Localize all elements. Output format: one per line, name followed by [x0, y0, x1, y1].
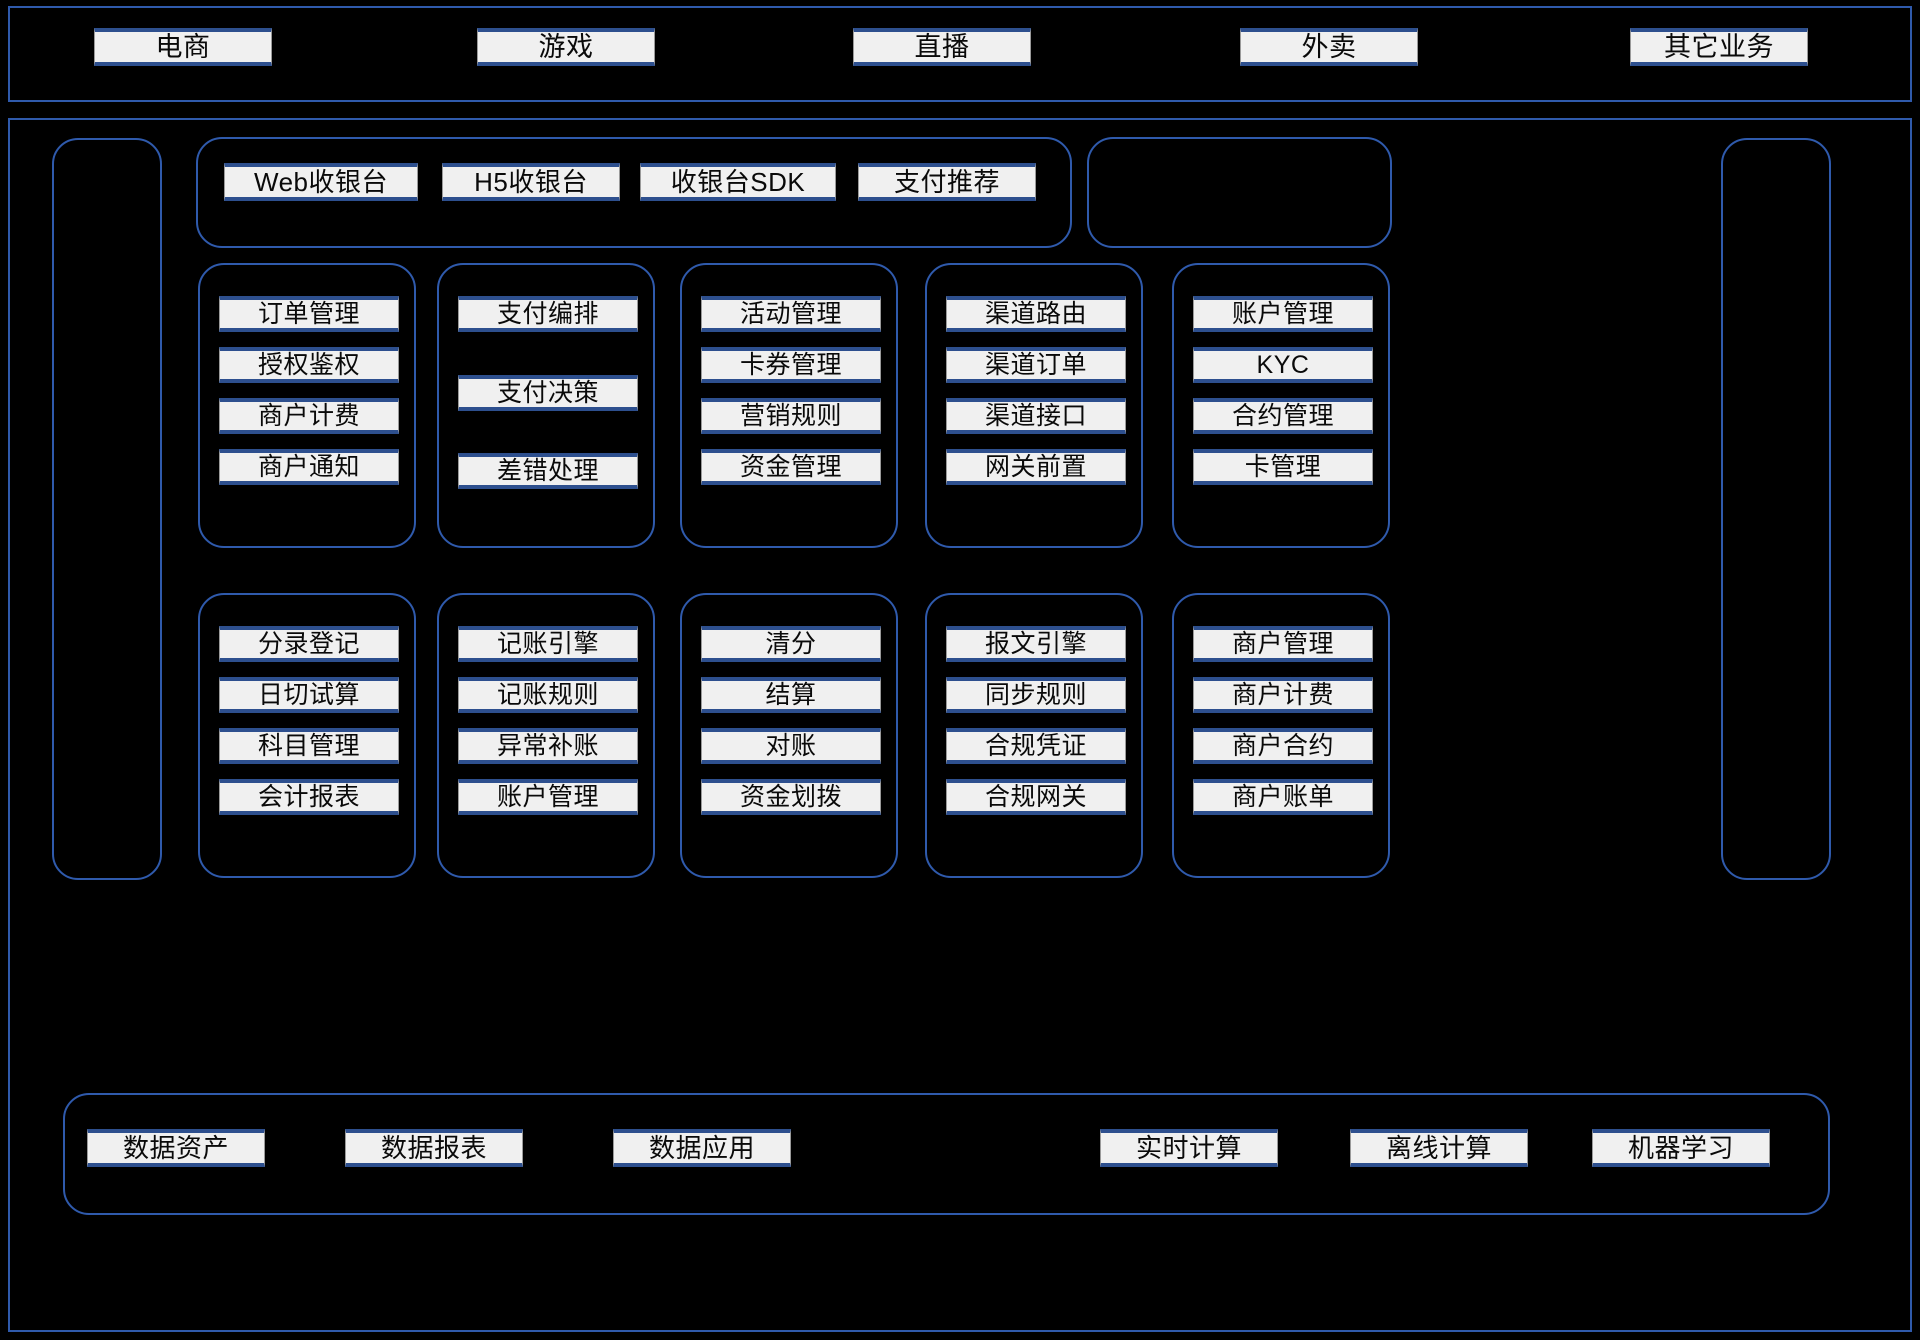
compliance-group-item-0[interactable]: 报文引擎 — [946, 626, 1126, 662]
business-band-row: 电商 游戏 直播 外卖 其它业务 — [10, 8, 1910, 100]
ledger-group-item-2[interactable]: 科目管理 — [219, 728, 399, 764]
compliance-group-item-2[interactable]: 合规凭证 — [946, 728, 1126, 764]
account-group-panel: 账户管理 KYC 合约管理卡管理 — [1172, 263, 1390, 548]
marketing-group-item-1[interactable]: 卡券管理 — [701, 347, 881, 383]
bookkeeping-group-item-2[interactable]: 异常补账 — [458, 728, 638, 764]
merchant-group-panel: 商户管理商户计费商户合约商户账单 — [1172, 593, 1390, 878]
bookkeeping-group-panel: 记账引擎记账规则异常补账账户管理 — [437, 593, 655, 878]
cashier-chip-1[interactable]: H5收银台 — [442, 163, 620, 201]
ledger-group-item-3[interactable]: 会计报表 — [219, 779, 399, 815]
channel-group-item-0[interactable]: 渠道路由 — [946, 296, 1126, 332]
settlement-group-panel: 清分结算对账资金划拨 — [680, 593, 898, 878]
payment-group-item-2[interactable]: 差错处理 — [458, 453, 638, 489]
bookkeeping-group-item-3[interactable]: 账户管理 — [458, 779, 638, 815]
merchant-group-item-2[interactable]: 商户合约 — [1193, 728, 1373, 764]
ledger-group-item-0[interactable]: 分录登记 — [219, 626, 399, 662]
cashier-chip-0[interactable]: Web收银台 — [224, 163, 418, 201]
business-band-frame: 电商 游戏 直播 外卖 其它业务 — [8, 6, 1912, 102]
marketing-group-item-0[interactable]: 活动管理 — [701, 296, 881, 332]
payment-group-item-1[interactable]: 支付决策 — [458, 375, 638, 411]
account-group-item-1[interactable]: KYC — [1193, 347, 1373, 383]
settlement-group-item-1[interactable]: 结算 — [701, 677, 881, 713]
marketing-group-panel: 活动管理卡券管理营销规则资金管理 — [680, 263, 898, 548]
data-platform-chip-5[interactable]: 机器学习 — [1592, 1129, 1770, 1167]
cashier-group-panel: Web收银台 H5收银台收银台SDK 支付推荐 — [196, 137, 1072, 248]
merchant-group-item-0[interactable]: 商户管理 — [1193, 626, 1373, 662]
compliance-group-item-3[interactable]: 合规网关 — [946, 779, 1126, 815]
account-group-item-2[interactable]: 合约管理 — [1193, 398, 1373, 434]
marketing-group-item-2[interactable]: 营销规则 — [701, 398, 881, 434]
data-platform-chip-4[interactable]: 离线计算 — [1350, 1129, 1528, 1167]
compliance-group-panel: 报文引擎同步规则合规凭证合规网关 — [925, 593, 1143, 878]
data-platform-chip-3[interactable]: 实时计算 — [1100, 1129, 1278, 1167]
channel-group-item-1[interactable]: 渠道订单 — [946, 347, 1126, 383]
order-group-item-1[interactable]: 授权鉴权 — [219, 347, 399, 383]
merchant-group-item-1[interactable]: 商户计费 — [1193, 677, 1373, 713]
channel-group-item-2[interactable]: 渠道接口 — [946, 398, 1126, 434]
order-group-item-0[interactable]: 订单管理 — [219, 296, 399, 332]
order-group-item-3[interactable]: 商户通知 — [219, 449, 399, 485]
channel-group-item-3[interactable]: 网关前置 — [946, 449, 1126, 485]
ledger-group-item-1[interactable]: 日切试算 — [219, 677, 399, 713]
settlement-group-item-3[interactable]: 资金划拨 — [701, 779, 881, 815]
business-chip-1[interactable]: 游戏 — [477, 28, 655, 66]
data-platform-chip-1[interactable]: 数据报表 — [345, 1129, 523, 1167]
left-rail-panel — [52, 138, 162, 880]
account-group-item-0[interactable]: 账户管理 — [1193, 296, 1373, 332]
channel-group-panel: 渠道路由渠道订单渠道接口网关前置 — [925, 263, 1143, 548]
merchant-group-item-3[interactable]: 商户账单 — [1193, 779, 1373, 815]
payment-group-item-0[interactable]: 支付编排 — [458, 296, 638, 332]
auxiliary-access-panel — [1087, 137, 1392, 248]
business-chip-3[interactable]: 外卖 — [1240, 28, 1418, 66]
compliance-group-item-1[interactable]: 同步规则 — [946, 677, 1126, 713]
bookkeeping-group-item-1[interactable]: 记账规则 — [458, 677, 638, 713]
payment-group-panel: 支付编排支付决策差错处理 — [437, 263, 655, 548]
order-group-item-2[interactable]: 商户计费 — [219, 398, 399, 434]
cashier-chip-3[interactable]: 支付推荐 — [858, 163, 1036, 201]
right-rail-panel — [1721, 138, 1831, 880]
business-chip-0[interactable]: 电商 — [94, 28, 272, 66]
settlement-group-item-2[interactable]: 对账 — [701, 728, 881, 764]
cashier-chip-2[interactable]: 收银台SDK — [640, 163, 836, 201]
data-platform-chip-2[interactable]: 数据应用 — [613, 1129, 791, 1167]
ledger-group-panel: 分录登记日切试算科目管理会计报表 — [198, 593, 416, 878]
business-chip-2[interactable]: 直播 — [853, 28, 1031, 66]
order-group-panel: 订单管理授权鉴权商户计费商户通知 — [198, 263, 416, 548]
data-platform-chip-0[interactable]: 数据资产 — [87, 1129, 265, 1167]
bookkeeping-group-item-0[interactable]: 记账引擎 — [458, 626, 638, 662]
data-platform-panel: 数据资产 数据报表 数据应用 实时计算 离线计算 机器学习 — [63, 1093, 1830, 1215]
settlement-group-item-0[interactable]: 清分 — [701, 626, 881, 662]
account-group-item-3[interactable]: 卡管理 — [1193, 449, 1373, 485]
marketing-group-item-3[interactable]: 资金管理 — [701, 449, 881, 485]
business-chip-4[interactable]: 其它业务 — [1630, 28, 1808, 66]
